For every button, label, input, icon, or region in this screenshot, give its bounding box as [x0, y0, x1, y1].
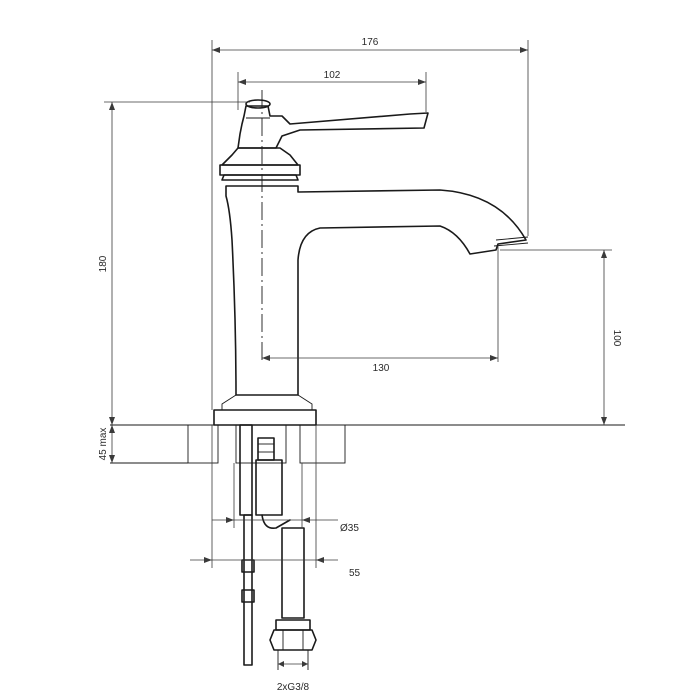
dimension-lines [104, 40, 612, 667]
dim-hole-diameter: Ø35 [340, 523, 359, 534]
mounting-hardware [235, 424, 317, 670]
dim-total-height: 180 [98, 255, 109, 272]
faucet-body [213, 90, 529, 426]
dim-counter-thickness: 45 max [98, 428, 109, 461]
dim-total-length: 176 [362, 37, 379, 48]
dim-spout-clearance: 100 [611, 330, 622, 347]
dim-base-width: 55 [349, 568, 361, 579]
dim-handle-length: 102 [324, 70, 341, 81]
dim-spout-reach: 130 [373, 363, 390, 374]
countertop [110, 424, 625, 464]
dim-connection: 2xG3/8 [277, 682, 310, 693]
dimension-labels: 176 102 180 130 100 45 max Ø35 55 2xG3/8 [98, 37, 622, 693]
